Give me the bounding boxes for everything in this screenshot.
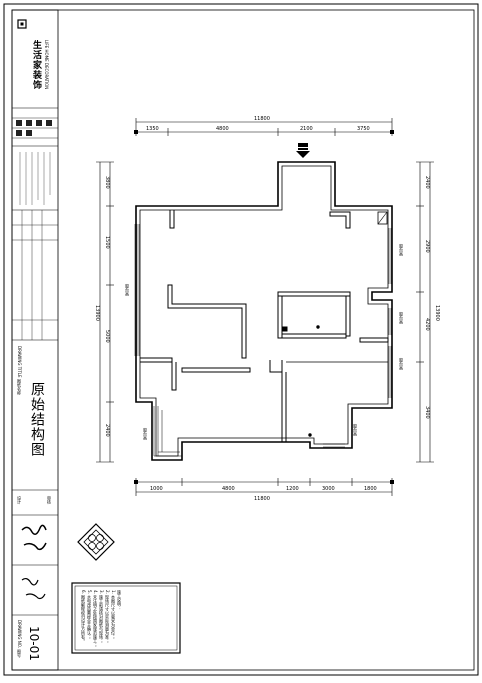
right-dim-2: 2900	[424, 240, 430, 253]
floor-plan	[134, 161, 393, 461]
right-dim-1: 2400	[424, 176, 430, 189]
right-dim-4: 3400	[424, 406, 430, 419]
left-dim-4: 2400	[104, 424, 110, 437]
bottom-dim-1: 1000	[150, 486, 163, 492]
inner-border	[11, 9, 475, 671]
bottom-dim-3: 1200	[286, 486, 299, 492]
entry-arrow-icon	[296, 143, 310, 158]
overall-bottom-dimension: 11800	[254, 496, 270, 502]
window-tag: 窗台高	[353, 424, 358, 436]
drawing-title: 原始结构图	[29, 382, 45, 457]
company-subtitle: LIFE HOME DECORATION	[44, 40, 49, 90]
note-line: 3. 施工前请核对图纸与现场；	[99, 590, 104, 644]
bottom-dim-4: 3000	[322, 486, 335, 492]
dimension-lines	[96, 118, 434, 496]
notes-text: 施工说明： 1. 本图尺寸以毫米为单位； 2. 现场尺寸以实际测量为准； 3. …	[80, 590, 122, 648]
note-line: 施工说明：	[117, 590, 122, 610]
window-tag: 窗台高	[125, 284, 130, 296]
overall-height-dimension: 13900	[94, 305, 100, 321]
left-dim-3: 5000	[104, 330, 110, 343]
checker-label: 审核	[47, 496, 52, 504]
note-line: 1. 本图尺寸以毫米为单位；	[111, 590, 116, 640]
bottom-dim-5: 1800	[364, 486, 377, 492]
outer-border	[3, 3, 479, 676]
window-tag: 窗台高	[399, 312, 404, 324]
right-dim-3: 4200	[424, 318, 430, 331]
top-dim-3: 2100	[300, 126, 313, 132]
logo-icon	[17, 19, 27, 29]
sheet-number: 10-01	[27, 626, 41, 661]
top-dim-4: 3750	[357, 126, 370, 132]
top-dim-2: 4800	[216, 126, 229, 132]
notes-box	[71, 582, 181, 654]
window-tag: 窗台高	[399, 358, 404, 370]
note-line: 2. 现场尺寸以实际测量为准；	[105, 590, 110, 644]
note-line: 4. 未注明之处按国家规范施工；	[93, 590, 98, 648]
title-block	[11, 9, 59, 671]
top-dim-1: 1350	[146, 126, 159, 132]
left-dim-2: 1500	[104, 236, 110, 249]
bottom-dim-2: 4800	[222, 486, 235, 492]
designer-label: 设计	[17, 496, 22, 504]
left-dim-1: 3800	[104, 176, 110, 189]
overall-width-dimension: 11800	[254, 116, 270, 122]
note-line: 6. 图纸解释权归设计方所有。	[81, 590, 86, 644]
signature-mark	[21, 524, 47, 551]
drawing-title-label: DRAWING TITLE 图纸名称	[17, 346, 22, 395]
note-line: 5. 水电改造需经业主确认；	[87, 590, 92, 640]
north-compass-icon	[77, 523, 115, 561]
signature-mark	[21, 577, 46, 600]
company-name: 生活家装饰	[31, 40, 41, 90]
drawing-no-label: DRAWING NO. 图号	[17, 620, 22, 658]
window-tag: 窗台高	[143, 428, 148, 440]
overall-height-dimension-right: 13900	[434, 305, 440, 321]
window-tag: 窗台高	[399, 244, 404, 256]
